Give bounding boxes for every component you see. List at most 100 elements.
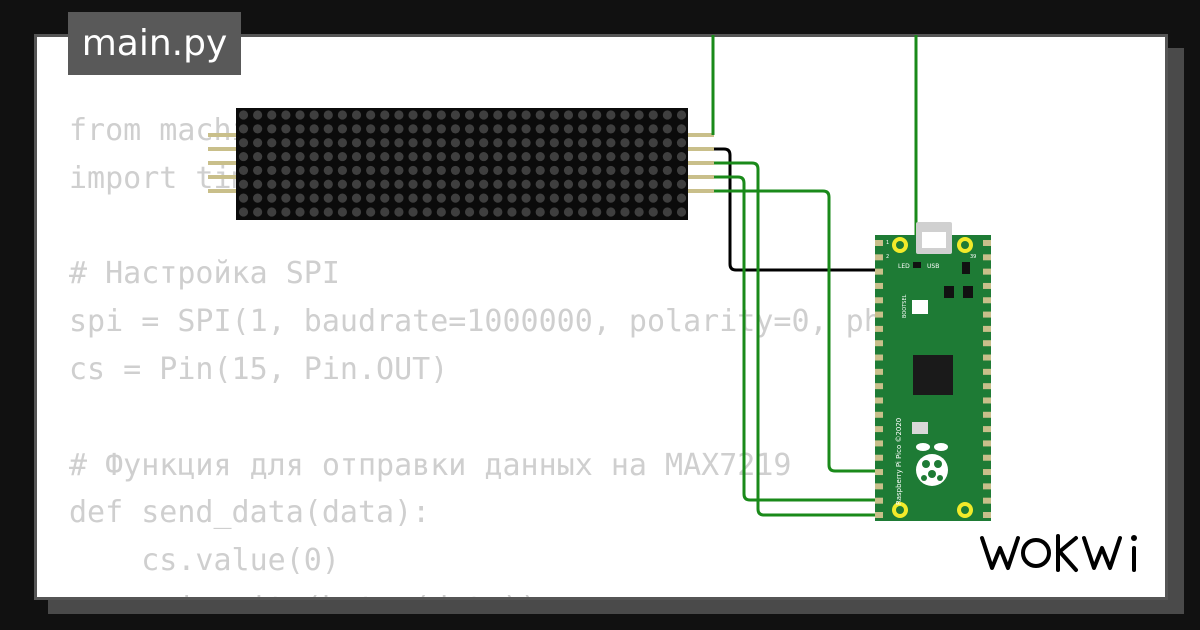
pico-pin[interactable]: [875, 297, 883, 304]
matrix-led: [493, 165, 503, 176]
pico-pin[interactable]: [875, 440, 883, 447]
pico-pin[interactable]: [983, 397, 991, 404]
matrix-led: [323, 124, 333, 134]
pico-pin[interactable]: [875, 240, 883, 246]
pico-pin[interactable]: [983, 512, 991, 518]
pico-pin[interactable]: [983, 268, 991, 275]
pico-pin[interactable]: [875, 469, 883, 476]
pico-pin[interactable]: [983, 368, 991, 375]
pico-pin[interactable]: [875, 397, 883, 404]
matrix-led: [577, 124, 588, 134]
matrix-led: [267, 110, 277, 120]
file-name-tab[interactable]: main.py: [68, 12, 241, 75]
matrix-led: [380, 179, 390, 189]
matrix-led: [620, 151, 630, 162]
matrix-led: [253, 151, 263, 162]
matrix-led: [577, 110, 588, 120]
matrix-led: [620, 138, 630, 148]
matrix-led: [238, 165, 249, 176]
matrix-led: [394, 179, 404, 189]
pico-pin[interactable]: [875, 354, 883, 361]
pico-pin[interactable]: [983, 354, 991, 361]
matrix-led: [408, 151, 418, 162]
pico-pin[interactable]: [983, 411, 991, 418]
matrix-led: [676, 193, 687, 203]
pico-pin[interactable]: [875, 368, 883, 375]
pico-pin[interactable]: [875, 383, 883, 390]
matrix-led: [535, 165, 545, 176]
pico-pin[interactable]: [875, 411, 883, 418]
matrix-led: [676, 165, 687, 176]
pico-pin[interactable]: [875, 497, 883, 504]
matrix-led: [295, 207, 305, 217]
matrix-led: [351, 151, 362, 162]
pico-pin[interactable]: [983, 383, 991, 390]
matrix-led: [662, 165, 672, 176]
pico-pin[interactable]: [983, 311, 991, 318]
matrix-led: [620, 207, 630, 217]
matrix-led: [648, 110, 658, 120]
matrix-led: [422, 110, 432, 120]
pico-pin[interactable]: [875, 311, 883, 318]
matrix-led: [479, 207, 489, 217]
matrix-led: [295, 165, 305, 176]
matrix-led: [323, 207, 333, 217]
matrix-led: [507, 138, 517, 148]
matrix-led: [366, 179, 376, 189]
led-matrix[interactable]: [208, 108, 714, 220]
pico-pin[interactable]: [983, 254, 991, 261]
pico-pin[interactable]: [875, 483, 883, 490]
bootsel-button[interactable]: [912, 300, 928, 314]
pico-pin[interactable]: [983, 325, 991, 332]
matrix-led: [267, 138, 277, 148]
pico-pin[interactable]: [983, 483, 991, 490]
pico-pin[interactable]: [983, 497, 991, 504]
matrix-led: [436, 110, 446, 120]
matrix-led: [422, 207, 432, 217]
board-silk-name: Raspberry Pi Pico ©2020: [895, 418, 903, 505]
wokwi-logo: [980, 534, 1137, 572]
matrix-led: [563, 179, 574, 189]
pico-pin[interactable]: [875, 254, 883, 261]
matrix-led: [479, 151, 489, 162]
pico-pin[interactable]: [875, 426, 883, 433]
matrix-led: [351, 124, 362, 134]
pico-pin[interactable]: [875, 282, 883, 289]
matrix-led: [662, 207, 672, 217]
pico-pin[interactable]: [875, 340, 883, 347]
matrix-led: [281, 207, 291, 217]
pico-pin[interactable]: [983, 426, 991, 433]
matrix-led: [238, 124, 249, 134]
matrix-led: [620, 124, 630, 134]
matrix-led: [507, 207, 517, 217]
pico-pin[interactable]: [983, 454, 991, 461]
led-label: LED: [898, 263, 910, 270]
matrix-led: [394, 151, 404, 162]
wire-clk[interactable]: [714, 189, 880, 473]
pico-pin[interactable]: [983, 469, 991, 476]
wire-gnd[interactable]: [714, 147, 880, 272]
matrix-led: [521, 193, 531, 203]
pico-pin[interactable]: [983, 240, 991, 246]
matrix-led: [337, 110, 348, 120]
matrix-led: [563, 138, 574, 148]
matrix-led: [507, 165, 517, 176]
pico-pin[interactable]: [875, 512, 883, 518]
wire-din[interactable]: [714, 161, 880, 517]
matrix-led: [408, 207, 418, 217]
matrix-led: [295, 138, 305, 148]
wire-cs[interactable]: [714, 175, 880, 502]
pico-pin[interactable]: [983, 340, 991, 347]
pico-pin[interactable]: [875, 268, 883, 275]
matrix-led: [676, 138, 687, 148]
pico-pin[interactable]: [875, 454, 883, 461]
pico-board[interactable]: LED USB 1 2 39 BOOTSEL Raspberry Pi Pico…: [875, 222, 991, 521]
pico-pin[interactable]: [875, 325, 883, 332]
pico-pin[interactable]: [983, 297, 991, 304]
matrix-led: [592, 207, 602, 217]
pico-pin[interactable]: [983, 440, 991, 447]
pico-pin[interactable]: [983, 282, 991, 289]
matrix-led: [281, 151, 291, 162]
matrix-led: [351, 207, 362, 217]
matrix-led: [351, 138, 362, 148]
